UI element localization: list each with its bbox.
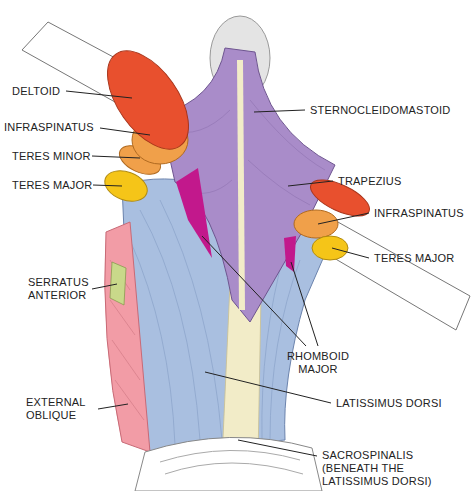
muscle-label: SACROSPINALIS (BENEATH THE LATISSIMUS DO…: [322, 449, 470, 488]
muscle-label: SERRATUS ANTERIOR: [28, 276, 90, 302]
muscle-label: TERES MAJOR: [12, 179, 92, 192]
muscle-label: INFRASPINATUS: [4, 121, 94, 134]
teres-major-muscle: [312, 236, 348, 260]
muscle-label: DELTOID: [12, 85, 60, 98]
pelvis: [135, 437, 322, 491]
muscle-label: TERES MAJOR: [374, 252, 454, 265]
external-oblique-muscle: [105, 222, 150, 452]
muscle-label: STERNOCLEIDOMASTOID: [310, 104, 451, 117]
muscle-label: EXTERNAL OBLIQUE: [26, 396, 96, 422]
rhomboid-muscle: [284, 236, 296, 272]
trapezius-muscle: [160, 48, 335, 322]
muscle-label: RHOMBOID MAJOR: [278, 350, 358, 376]
muscle-label: LATISSIMUS DORSI: [336, 397, 442, 410]
leader-lines: [66, 91, 369, 456]
pelvis-folds: [160, 450, 303, 474]
muscle-label: TRAPEZIUS: [338, 175, 402, 188]
muscle-label: INFRASPINATUS: [374, 207, 464, 220]
serratus-muscle: [110, 262, 126, 305]
infraspinatus-muscle: [294, 210, 338, 238]
rhomboid-muscle: [176, 168, 212, 258]
muscle-label: TERES MINOR: [12, 150, 91, 163]
spine-line: [240, 60, 242, 310]
deltoid-muscle: [91, 37, 204, 163]
